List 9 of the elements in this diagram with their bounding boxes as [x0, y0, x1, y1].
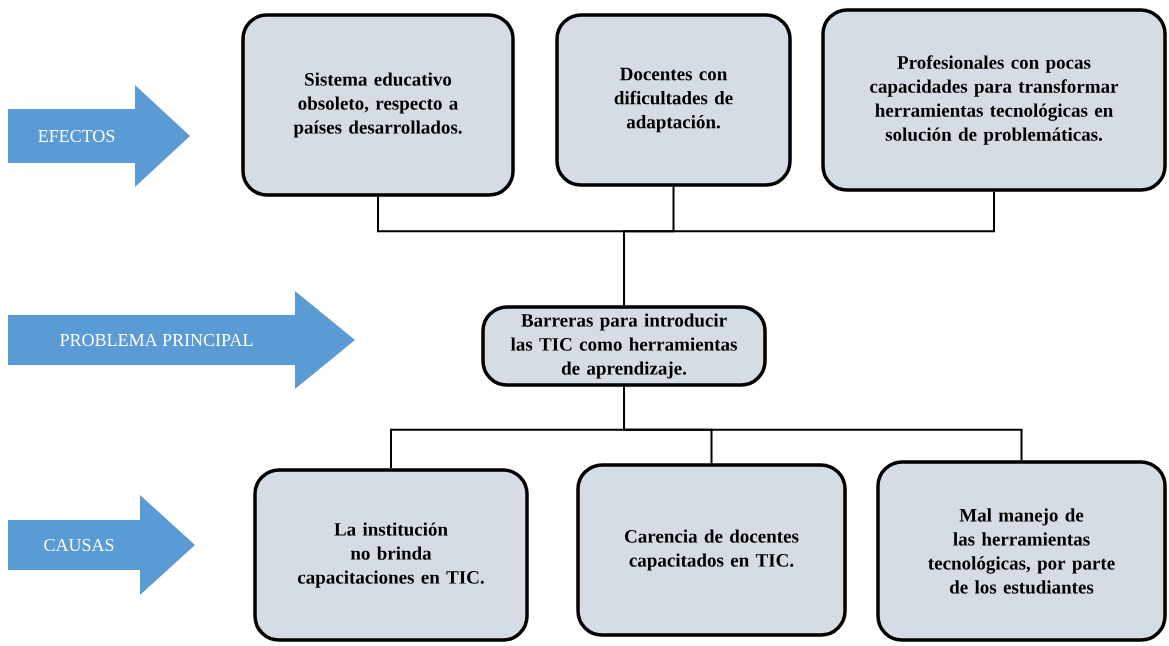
connector-line — [623, 385, 1023, 462]
rounded-box: Docentes con dificultades de adaptación. — [555, 13, 792, 187]
rounded-box: La institución no brinda capacitaciones en TIC. — [253, 468, 529, 642]
rounded-box: Carencia de docentes capacitados en TIC. — [576, 463, 847, 637]
connector-line — [623, 190, 995, 307]
rounded-box: Profesionales con pocas capacidades para transformar herramientas tecnológicas en solución de problemáticas. — [821, 8, 1167, 192]
rounded-box: Mal manejo de las herramientas tecnológicas, por parte de los estudiantes — [876, 460, 1167, 642]
rounded-box: Barreras para introducir las TIC como herramientas de aprendizaje. — [481, 305, 767, 387]
rounded-box: Sistema educativo obsoleto, respecto a países desarrollados. — [241, 13, 515, 197]
